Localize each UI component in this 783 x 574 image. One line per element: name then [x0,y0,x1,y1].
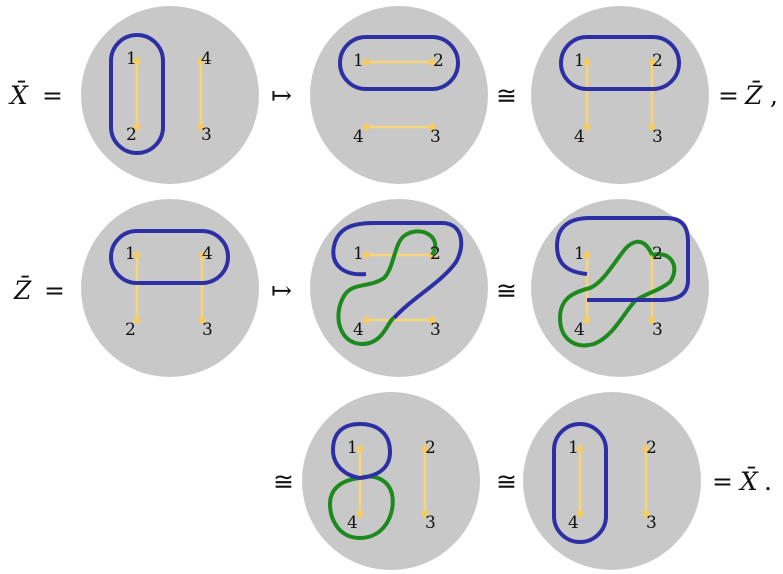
point-label-1: 1 [574,244,585,264]
row-1: X̄ = 1 2 4 3 ↦ 1 2 4 3 [8,6,778,184]
equals-sign-row2: = [44,276,65,305]
point-label-2: 2 [652,244,663,264]
point-label-2: 2 [425,438,436,458]
x-bar-label-row3: X̄ [738,467,759,496]
point-label-4: 4 [353,320,364,340]
point-label-3: 3 [430,320,441,340]
z-bar-label-row1: Z̄ [744,81,763,110]
point-label-3: 3 [202,320,213,340]
disk-5: 1 2 4 3 [310,199,488,377]
equals-sign-row1-right: = [718,81,739,110]
iso-sign-row1: ≅ [496,81,517,110]
point-label-4: 4 [202,244,213,264]
point-label-4: 4 [574,320,585,340]
point-label-1: 1 [353,244,364,264]
point-label-4: 4 [568,513,579,533]
iso-sign-row3-a: ≅ [273,467,294,496]
comma: , [770,81,778,110]
disk-6: 1 2 4 3 [531,199,709,377]
point-label-1: 1 [568,438,579,458]
point-label-2: 2 [433,51,444,71]
point-label-1: 1 [125,244,136,264]
x-bar-label-row1: X̄ [8,81,29,110]
maps-to-arrow-row1: ↦ [271,81,292,110]
disk-8: 1 2 4 3 [523,392,701,570]
point-label-4: 4 [574,127,585,147]
point-label-1: 1 [574,51,585,71]
point-label-3: 3 [430,127,441,147]
point-label-4: 4 [347,513,358,533]
maps-to-arrow-row2: ↦ [271,276,292,305]
point-label-4: 4 [201,49,212,69]
disk-7: 1 2 4 3 [302,392,480,570]
iso-sign-row3-b: ≅ [496,467,517,496]
row-3: ≅ 1 2 4 3 ≅ 1 2 4 3 [273,392,772,570]
point-label-3: 3 [646,513,657,533]
point-label-3: 3 [652,320,663,340]
iso-sign-row2: ≅ [496,276,517,305]
point-label-2: 2 [646,438,657,458]
point-label-3: 3 [425,513,436,533]
point-label-2: 2 [126,125,137,145]
disk-4: 1 4 2 3 [81,199,259,377]
equals-sign-row1: = [42,81,63,110]
point-label-2: 2 [125,320,136,340]
disk-1: 1 2 4 3 [81,6,259,184]
point-label-1: 1 [126,49,137,69]
point-label-2: 2 [430,244,441,264]
point-label-1: 1 [353,51,364,71]
point-label-2: 2 [652,51,663,71]
point-label-3: 3 [652,127,663,147]
equals-sign-row3: = [712,467,733,496]
period: . [764,467,772,496]
disk-3: 1 2 4 3 [531,6,709,184]
point-label-4: 4 [353,127,364,147]
disk-2: 1 2 4 3 [310,6,488,184]
point-label-3: 3 [201,125,212,145]
point-label-1: 1 [347,438,358,458]
row-2: Z̄ = 1 4 2 3 ↦ 1 2 4 [13,199,709,377]
z-bar-label-row2: Z̄ [13,276,32,305]
